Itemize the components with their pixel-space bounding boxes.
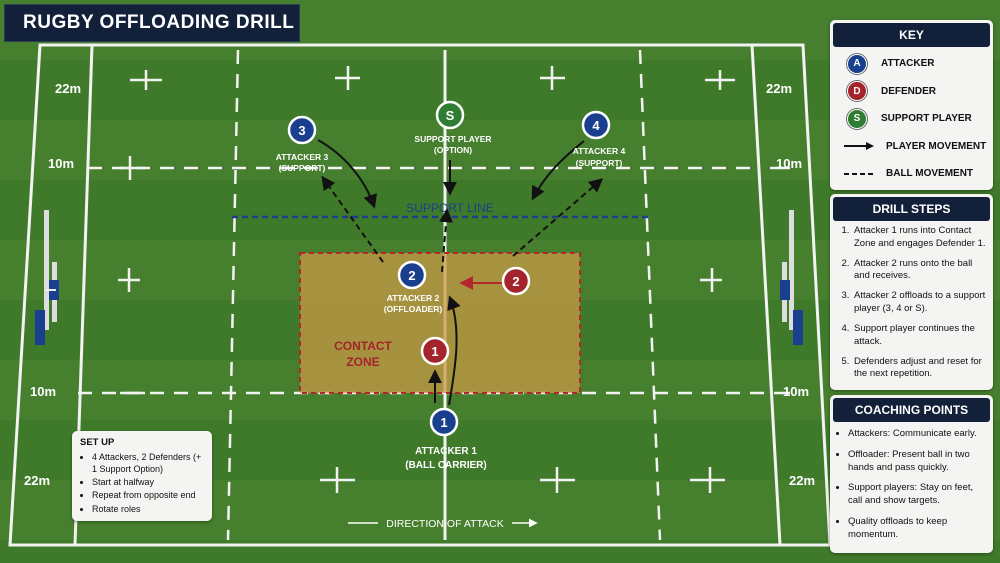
drill-steps-list: Attacker 1 runs into Contact Zone and en… [830, 225, 993, 381]
setup-box: SET UP 4 Attackers, 2 Defenders (+ 1 Sup… [72, 431, 212, 521]
key-heading: KEY [833, 23, 990, 47]
svg-text:4: 4 [592, 118, 600, 133]
pass-to-attacker3 [321, 175, 384, 263]
support-line-label: SUPPORT LINE [406, 201, 494, 215]
attacker-1-label-1: ATTACKER 1 [415, 446, 477, 457]
contact-zone-label-2: ZONE [346, 355, 379, 369]
key-label-attacker: ATTACKER [881, 58, 935, 70]
attacker2-run-arrow [447, 295, 461, 406]
support-player-marker: S [435, 100, 465, 130]
setup-item: Start at halfway [92, 476, 204, 488]
attacker-4-label-2: (SUPPORT) [576, 158, 623, 168]
pitch-crosses [112, 66, 790, 493]
attacker4-run-arrow [531, 140, 585, 201]
contact-zone [299, 252, 581, 394]
attacker-3-label-1: ATTACKER 3 [276, 152, 329, 162]
label-22m-right-top: 22m [766, 81, 792, 96]
key-item-ball-movement: BALL MOVEMENT [830, 160, 993, 188]
svg-text:3: 3 [298, 123, 305, 138]
players: 3 ATTACKER 3 (SUPPORT) S SUPPORT PLAYER … [276, 100, 626, 471]
left-22-dashed [226, 49, 240, 541]
setup-item: Rotate roles [92, 503, 204, 515]
svg-text:1: 1 [431, 344, 438, 359]
key-label-ball-movement: BALL MOVEMENT [886, 168, 974, 180]
drill-step: Attacker 1 runs into Contact Zone and en… [852, 225, 987, 251]
setup-heading: SET UP [80, 437, 115, 448]
pass-to-support [439, 208, 454, 273]
direction-of-attack: DIRECTION OF ATTACK [348, 518, 538, 530]
attacker-symbol-icon: A [847, 53, 867, 74]
contact-zone-label-1: CONTACT [334, 339, 392, 353]
attacker-2-marker: 2 [397, 260, 427, 290]
key-item-attacker: A ATTACKER [830, 50, 993, 78]
left-goal-posts [35, 210, 59, 345]
key-item-player-movement: PLAYER MOVEMENT [830, 133, 993, 161]
key-item-support: S SUPPORT PLAYER [830, 105, 993, 133]
right-try-line [750, 44, 782, 546]
label-10m-left-bottom: 10m [30, 384, 56, 399]
direction-label: DIRECTION OF ATTACK [386, 518, 503, 530]
coaching-point: Quality offloads to keep momentum. [848, 516, 987, 542]
attacker-2-label-1: ATTACKER 2 [387, 293, 440, 303]
coaching-points-list: Attackers: Communicate early. Offloader:… [830, 428, 993, 542]
key-panel: KEY A ATTACKER D DEFENDER S SUPPORT PLAY… [830, 20, 993, 190]
attacker-3-label-2: (SUPPORT) [279, 163, 326, 173]
attacker-1-label-2: (BALL CARRIER) [405, 460, 486, 471]
movement-arrows [317, 139, 604, 406]
key-label-player-movement: PLAYER MOVEMENT [886, 140, 987, 152]
label-22m-right-bottom: 22m [789, 473, 815, 488]
coaching-point: Support players: Stay on feet, call and … [848, 482, 987, 508]
label-22m-left-bottom: 22m [24, 473, 50, 488]
right-22-dashed [638, 49, 662, 541]
drill-step: Attacker 2 runs onto the ball and receiv… [852, 258, 987, 284]
label-10m-left-top: 10m [48, 156, 74, 171]
svg-text:2: 2 [408, 268, 415, 283]
attacker-1-marker: 1 [429, 407, 459, 437]
attacker-2-label-2: (OFFLOADER) [384, 304, 443, 314]
attacker-4-label-1: ATTACKER 4 [573, 146, 626, 156]
setup-item: Repeat from opposite end [92, 489, 204, 501]
drill-step: Defenders adjust and reset for the next … [852, 356, 987, 382]
defender-symbol-icon: D [847, 81, 867, 102]
svg-text:1: 1 [440, 415, 447, 430]
drill-step: Attacker 2 offloads to a support player … [852, 290, 987, 316]
defender-1-marker: 1 [420, 336, 450, 366]
setup-list: 4 Attackers, 2 Defenders (+ 1 Support Op… [80, 451, 204, 515]
coaching-point: Offloader: Present ball in two hands and… [848, 449, 987, 475]
coaching-points-panel: COACHING POINTS Attackers: Communicate e… [830, 395, 993, 553]
support-player-label-2: (OPTION) [434, 145, 472, 155]
dashed-line-icon [844, 172, 874, 175]
page-title: RUGBY OFFLOADING DRILL [4, 4, 300, 42]
drill-steps-panel: DRILL STEPS Attacker 1 runs into Contact… [830, 194, 993, 390]
setup-item: 4 Attackers, 2 Defenders (+ 1 Support Op… [92, 451, 204, 475]
label-22m-left-top: 22m [55, 81, 81, 96]
attacker3-run-arrow [317, 139, 377, 209]
support-player-label-1: SUPPORT PLAYER [414, 134, 491, 144]
line-labels: 22m 10m 10m 22m 22m 10m 10m 22m [24, 81, 815, 488]
svg-text:S: S [446, 108, 455, 123]
drill-steps-heading: DRILL STEPS [833, 197, 990, 221]
key-label-defender: DEFENDER [881, 85, 937, 97]
svg-text:2: 2 [512, 274, 519, 289]
label-10m-right-top: 10m [776, 156, 802, 171]
drill-step: Support player continues the attack. [852, 323, 987, 349]
key-item-defender: D DEFENDER [830, 78, 993, 106]
label-10m-right-bottom: 10m [783, 384, 809, 399]
attacker-3-marker: 3 [287, 115, 317, 145]
defender-2-marker: 2 [501, 266, 531, 296]
attacker-4-marker: 4 [581, 110, 611, 140]
solid-arrow-icon [844, 142, 874, 151]
support-symbol-icon: S [847, 108, 867, 129]
coaching-point: Attackers: Communicate early. [848, 428, 987, 441]
coaching-points-heading: COACHING POINTS [833, 398, 990, 422]
right-goal-posts [780, 210, 803, 345]
key-label-support: SUPPORT PLAYER [881, 113, 972, 125]
